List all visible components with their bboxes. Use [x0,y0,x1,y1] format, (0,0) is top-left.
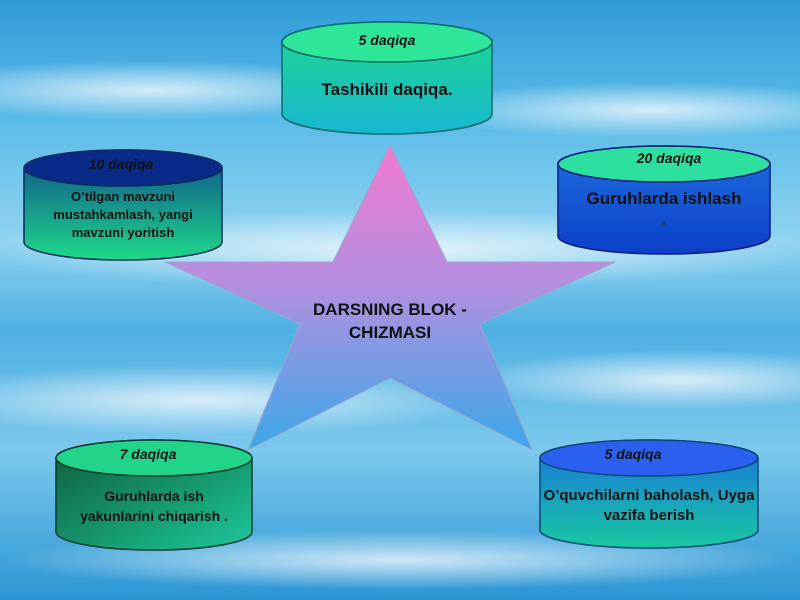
cylinder-shape [557,145,771,255]
block-task: O’tilgan mavzuni mustahkamlash, yangi ma… [53,189,193,240]
block-task: O’quvchilarni baholash, Uyga vazifa beri… [543,487,755,524]
block-bottom-right: 5 daqiqa O’quvchilarni baholash, Uyga va… [538,438,760,550]
block-task: Guruhlarda ish yakunlarini chiqarish . [80,488,228,524]
cylinder-shape [281,21,493,135]
block-time: 5 daqiqa [604,446,662,462]
block-time: 5 daqiqa [358,32,416,48]
diagram-title: DARSNING BLOK - CHIZMASI [313,300,467,342]
cylinder-shape [539,439,759,549]
block-time: 20 daqiqa [636,150,702,166]
cylinder-shape [55,439,253,551]
block-task: Guruhlarda ishlash . [586,189,742,229]
block-time: 7 daqiqa [119,446,177,462]
block-top: 5 daqiqa Tashikili daqiqa. [280,20,494,136]
block-time: 10 daqiqa [88,156,154,172]
block-left: 10 daqiqa O’tilgan mavzuni mustahkamlash… [22,148,224,262]
block-right: 20 daqiqa Guruhlarda ishlash . [556,144,772,256]
block-task: Tashikili daqiqa. [321,80,453,99]
cylinder-shape [23,149,223,261]
block-bottom-left: 7 daqiqa Guruhlarda ish yakunlarini chiq… [54,438,254,552]
